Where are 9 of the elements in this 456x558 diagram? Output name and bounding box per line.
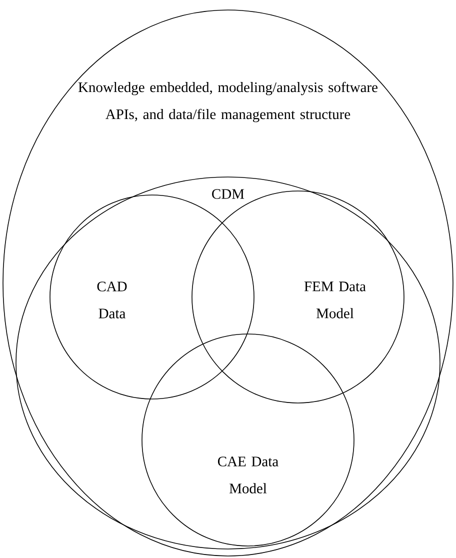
node-label: Knowledge embedded, modeling/analysis software APIs, and data/file management structure [78,82,378,122]
circle [192,190,404,404]
circle [142,334,354,546]
node-label: CDM [212,189,244,199]
node-label: FEM Data Model [304,282,366,318]
node-label: CAE Data Model [218,456,278,494]
outer-ellipse [2,10,454,556]
inner-ellipse [16,176,440,550]
node-label: CAD Data [97,282,127,318]
